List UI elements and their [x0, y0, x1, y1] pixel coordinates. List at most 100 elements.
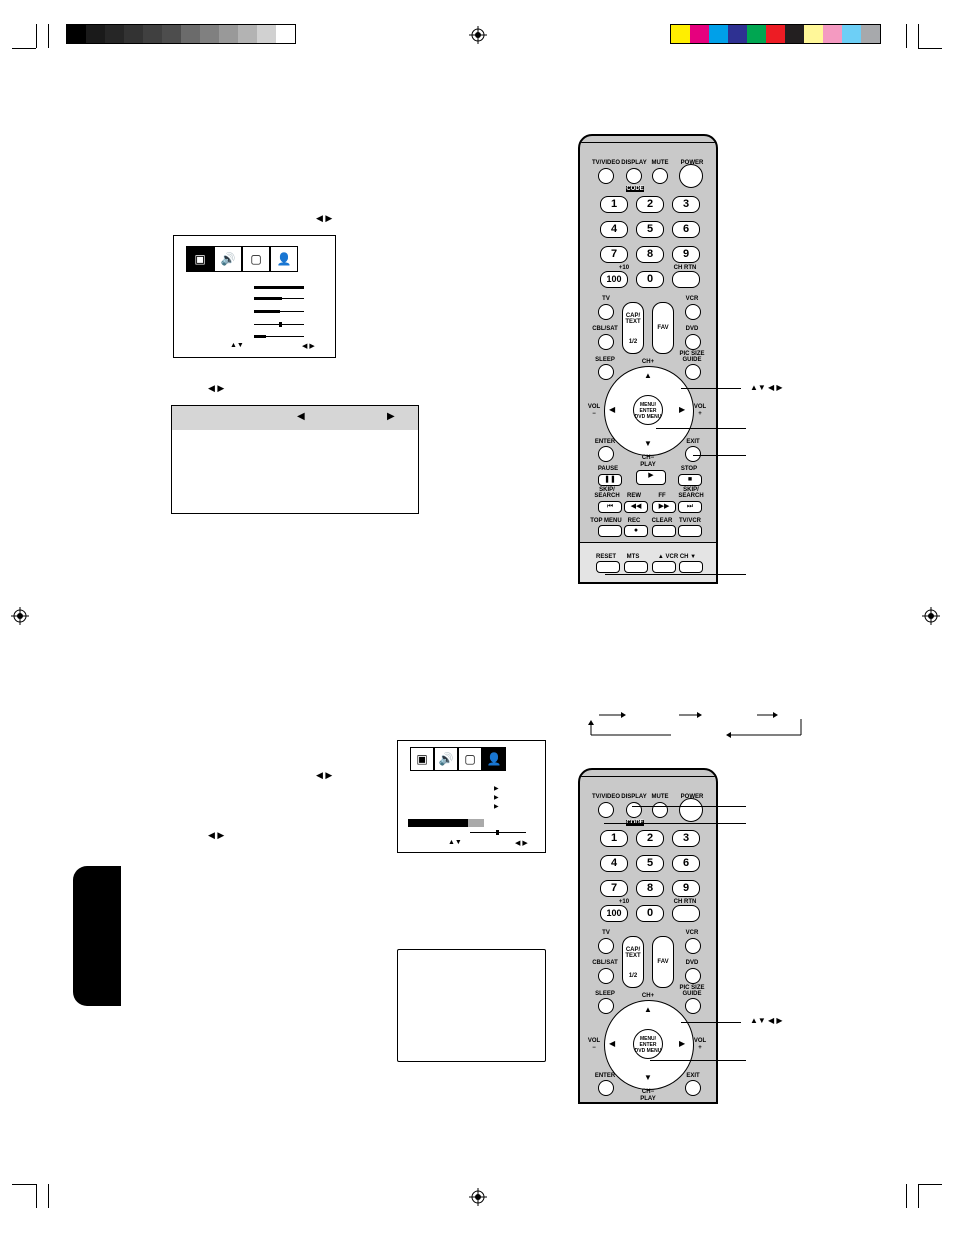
vol-plus-sign: + [698, 411, 702, 417]
sleep-button[interactable] [598, 364, 614, 380]
number-button-6[interactable]: 6 [672, 855, 700, 872]
tv-video-button[interactable] [598, 802, 614, 818]
power-label: POWER [680, 794, 704, 800]
vcr-button[interactable] [685, 304, 701, 320]
number-button-4[interactable]: 4 [600, 855, 628, 872]
number-button-7[interactable]: 7 [600, 246, 628, 263]
number-button-3[interactable]: 3 [672, 196, 700, 213]
dvd-button[interactable] [685, 968, 701, 984]
guide-button[interactable] [685, 998, 701, 1014]
navigation-dpad[interactable]: MENU/ ENTER DVD MENU▲▼◀▶ [604, 1000, 694, 1090]
display-label: DISPLAY [621, 794, 647, 800]
ch-rtn-button[interactable] [672, 271, 700, 288]
remote-top-edge [580, 142, 716, 143]
power-button[interactable] [679, 164, 703, 188]
registration-mark-left [11, 607, 29, 625]
exit-label: EXIT [686, 1073, 700, 1079]
number-button-3[interactable]: 3 [672, 830, 700, 847]
number-button-100[interactable]: 100 [600, 905, 628, 922]
top-menu-button[interactable] [598, 525, 622, 537]
registration-mark-right [922, 607, 940, 625]
number-button-2[interactable]: 2 [636, 196, 664, 213]
osd-slider-bar [254, 335, 304, 338]
vol-plus-label: VOL [693, 404, 707, 410]
tv-vcr-button[interactable] [678, 525, 702, 537]
cbl-sat-button[interactable] [598, 968, 614, 984]
guide-label: GUIDE [682, 357, 702, 363]
mute-button[interactable] [652, 168, 668, 184]
number-button-2[interactable]: 2 [636, 830, 664, 847]
sleep-button[interactable] [598, 998, 614, 1014]
number-button-9[interactable]: 9 [672, 880, 700, 897]
left-arrow-icon: ◀ [297, 411, 305, 422]
enter-button[interactable] [598, 446, 614, 462]
menu-enter-button[interactable]: MENU/ ENTER DVD MENU [633, 395, 663, 425]
number-button-9[interactable]: 9 [672, 246, 700, 263]
fav-label: FAV [657, 325, 669, 331]
pause-button[interactable]: ❚❚ [598, 474, 622, 486]
display-button[interactable] [626, 168, 642, 184]
number-button-6[interactable]: 6 [672, 221, 700, 238]
ff-button[interactable]: ▶▶ [652, 501, 676, 513]
rew-button[interactable]: ◀◀ [624, 501, 648, 513]
exit-button[interactable] [685, 446, 701, 462]
vcr-ch-down-button[interactable] [679, 561, 703, 573]
tv-button[interactable] [598, 304, 614, 320]
fav-button[interactable]: FAV [652, 936, 674, 988]
number-button-0[interactable]: 0 [636, 905, 664, 922]
vcr-button[interactable] [685, 938, 701, 954]
tv-button[interactable] [598, 938, 614, 954]
number-button-5[interactable]: 5 [636, 855, 664, 872]
ch-plus-label: CH+ [641, 993, 655, 999]
mute-button[interactable] [652, 802, 668, 818]
vcr-ch-up-button[interactable] [652, 561, 676, 573]
osd-setup-menu: ▣ 🔊 ▢ 👤 ▶ ▶ ▶ ▲▼ ◀ ▶ [397, 740, 546, 853]
rec-button[interactable]: ● [624, 525, 648, 537]
crop-mark [48, 1184, 49, 1208]
number-button-1[interactable]: 1 [600, 830, 628, 847]
ch-rtn-button[interactable] [672, 905, 700, 922]
stop-button[interactable]: ■ [678, 474, 702, 486]
guide-button[interactable] [685, 364, 701, 380]
dvd-button[interactable] [685, 334, 701, 350]
navigation-dpad[interactable]: MENU/ ENTER DVD MENU▲▼◀▶ [604, 366, 694, 456]
mts-button[interactable] [624, 561, 648, 573]
callout-line [693, 455, 746, 456]
skip-back-button[interactable]: ⏮ [598, 501, 622, 513]
reset-button[interactable] [596, 561, 620, 573]
number-button-7[interactable]: 7 [600, 880, 628, 897]
enter-button[interactable] [598, 1080, 614, 1096]
submenu-arrow-icon: ▶ [494, 786, 499, 792]
selected-row-bar-end [468, 819, 484, 827]
skip-fwd-button[interactable]: ⏭ [678, 501, 702, 513]
number-button-5[interactable]: 5 [636, 221, 664, 238]
dvd-label: DVD [685, 326, 699, 332]
cbl-sat-button[interactable] [598, 334, 614, 350]
osd-nav-updown: ▲▼ [230, 342, 244, 349]
number-button-0[interactable]: 0 [636, 271, 664, 288]
number-button-8[interactable]: 8 [636, 246, 664, 263]
play-button[interactable]: ▶ [636, 470, 666, 485]
callout-line [632, 806, 746, 807]
remote-section-divider [580, 542, 716, 543]
osd-nav-leftright: ◀ ▶ [515, 840, 528, 847]
osd-info-box [397, 949, 546, 1062]
number-button-1[interactable]: 1 [600, 196, 628, 213]
number-button-100[interactable]: 100 [600, 271, 628, 288]
fav-button[interactable]: FAV [652, 302, 674, 354]
submenu-arrow-icon: ▶ [494, 795, 499, 801]
number-button-4[interactable]: 4 [600, 221, 628, 238]
display-button[interactable] [626, 802, 642, 818]
clear-button[interactable] [652, 525, 676, 537]
number-button-8[interactable]: 8 [636, 880, 664, 897]
power-button[interactable] [679, 798, 703, 822]
play-label: PLAY [640, 462, 656, 468]
tv-video-button[interactable] [598, 168, 614, 184]
exit-button[interactable] [685, 1080, 701, 1096]
right-arrow-icon: ▶ [387, 411, 395, 422]
picture-tab-icon: ▣ [186, 246, 214, 272]
sleep-label: SLEEP [595, 991, 615, 997]
menu-enter-button[interactable]: MENU/ ENTER DVD MENU [633, 1029, 663, 1059]
